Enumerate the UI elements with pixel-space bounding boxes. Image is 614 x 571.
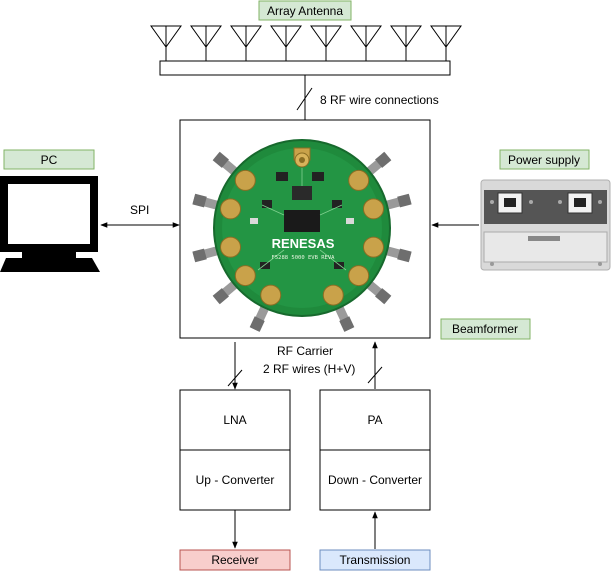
svg-text:F5288 5000 EVB REVA: F5288 5000 EVB REVA — [272, 255, 336, 261]
svg-text:PC: PC — [41, 153, 58, 167]
up-converter-label: Up - Converter — [196, 473, 275, 487]
down-converter-label: Down - Converter — [328, 473, 422, 487]
pa-label: PA — [367, 413, 382, 427]
power-supply-icon — [480, 179, 611, 271]
svg-text:RENESAS: RENESAS — [272, 236, 335, 251]
antenna-icon — [350, 25, 382, 61]
sma-connector-tip — [212, 288, 229, 305]
monitor-icon — [0, 176, 100, 272]
antenna-icon — [310, 25, 342, 61]
connector-pad — [234, 265, 256, 287]
antenna-icon — [270, 25, 302, 61]
antenna-array-icon — [150, 25, 462, 61]
connector-pad — [220, 198, 242, 220]
connector-pad — [348, 265, 370, 287]
antenna-icon — [150, 25, 182, 61]
connector-pad — [260, 284, 282, 306]
pc-label: PC — [3, 149, 95, 170]
svg-text:Array Antenna: Array Antenna — [267, 4, 343, 18]
svg-text:Transmission: Transmission — [340, 553, 411, 567]
svg-text:Beamformer: Beamformer — [452, 322, 518, 336]
sma-connector-tip — [397, 248, 412, 263]
sma-connector-tip — [192, 248, 207, 263]
sma-connector-tip — [397, 193, 412, 208]
array-antenna-label: Array Antenna — [258, 0, 352, 21]
sma-connector-tip — [249, 316, 265, 332]
sma-connector-tip — [375, 151, 392, 168]
antenna-icon — [230, 25, 262, 61]
sma-connector-tip — [192, 193, 207, 208]
lna-label: LNA — [223, 413, 246, 427]
receiver-label: Receiver — [179, 549, 291, 571]
rf-wires-label: 2 RF wires (H+V) — [263, 362, 355, 376]
connector-pad — [322, 284, 344, 306]
rx-bus-slash — [227, 369, 243, 387]
power-supply-label: Power supply — [499, 149, 590, 170]
antenna-icon — [430, 25, 462, 61]
connector-pad — [234, 169, 256, 191]
spi-label: SPI — [130, 203, 149, 217]
beamformer-board-image: RENESAS F5288 5000 EVB REVA — [192, 139, 412, 332]
rf-carrier-label: RF Carrier — [277, 344, 333, 358]
sma-connector-tip — [375, 288, 392, 305]
rf-connections-label: 8 RF wire connections — [320, 93, 439, 107]
pa-block: PA Down - Converter — [319, 389, 431, 511]
antenna-feed-bar — [159, 60, 451, 76]
antenna-icon — [190, 25, 222, 61]
beamformer-label: Beamformer — [440, 318, 531, 340]
rf-bus-slash — [296, 87, 313, 111]
sma-connector-tip — [212, 151, 229, 168]
svg-text:Power supply: Power supply — [508, 153, 580, 167]
connector-pad — [220, 236, 242, 258]
antenna-icon — [390, 25, 422, 61]
connector-pad — [348, 169, 370, 191]
lna-block: LNA Up - Converter — [179, 389, 291, 511]
connector-pad — [362, 236, 384, 258]
transmission-label: Transmission — [319, 549, 431, 571]
svg-text:Receiver: Receiver — [211, 553, 258, 567]
tx-bus-slash — [367, 366, 383, 384]
connector-pad — [362, 198, 384, 220]
sma-connector-tip — [339, 316, 355, 332]
